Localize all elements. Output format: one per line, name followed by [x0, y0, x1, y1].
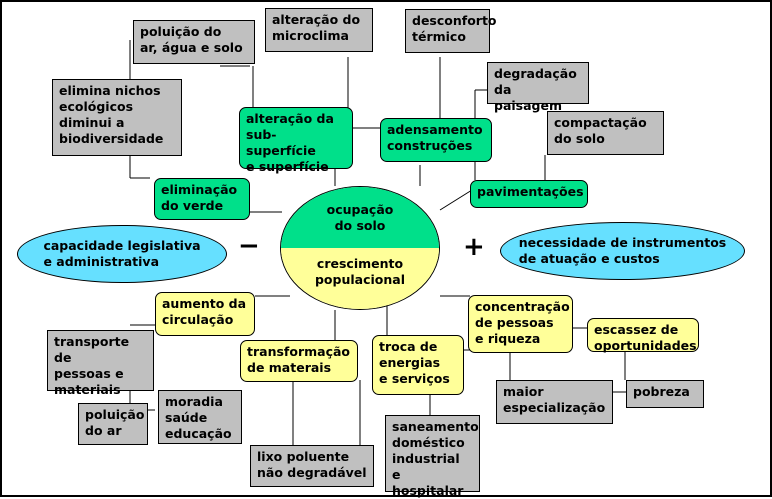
ellipse-necessidade-instrumentos: necessidade de instrumentos de atuação e… — [500, 222, 745, 280]
box-poluicao-ar-agua-solo: poluição do ar, água e solo — [133, 20, 255, 64]
box-eliminacao-verde: eliminação do verde — [154, 178, 250, 220]
box-alteracao-microclima: alteração do microclima — [265, 8, 373, 52]
box-troca-energias: troca de energias e serviços — [372, 335, 464, 395]
box-elimina-nichos: elimina nichos ecológicos diminui a biod… — [52, 79, 182, 156]
plus-sign: + — [463, 232, 485, 262]
box-concentracao: concentração de pessoas e riqueza — [468, 295, 573, 353]
box-compactacao-solo: compactação do solo — [547, 111, 664, 155]
box-adensamento: adensamento construções — [380, 118, 492, 162]
box-pobreza: pobreza — [626, 380, 704, 408]
box-escassez: escassez de oportunidades — [587, 318, 699, 353]
box-moradia: moradia saúde educação — [158, 390, 242, 444]
box-lixo: lixo poluente não degradável — [250, 445, 374, 487]
minus-sign: − — [238, 231, 260, 261]
box-desconforto-termico: desconforto térmico — [405, 9, 497, 53]
box-maior-especializacao: maior especialização — [496, 380, 613, 424]
box-degradacao-paisagem: degradação da paisagem — [487, 62, 589, 113]
center-bottom-label: crescimento populacional — [314, 256, 405, 287]
box-transporte: transporte de pessoas e materiais — [47, 330, 154, 397]
ellipse-capacidade-label: capacidade legislativa e administrativa — [43, 238, 201, 269]
box-alteracao-subsuperficie: alteração da sub-superfície e superfície — [239, 107, 353, 174]
ellipse-capacidade-legislativa: capacidade legislativa e administrativa — [17, 225, 227, 283]
box-saneamento: saneamento doméstico industrial e hospit… — [385, 415, 480, 498]
box-poluicao-ar: poluição do ar — [78, 403, 148, 445]
center-bottom-half — [281, 248, 439, 309]
ellipse-necessidade-label: necessidade de instrumentos de atuação e… — [518, 235, 727, 266]
box-transformacao: transformação de materais — [240, 340, 358, 382]
center-top-label: ocupação do solo — [326, 202, 394, 233]
box-aumento-circulacao: aumento da circulação — [155, 292, 255, 336]
box-pavimentacoes: pavimentações — [470, 180, 588, 208]
center-circle — [280, 186, 440, 310]
